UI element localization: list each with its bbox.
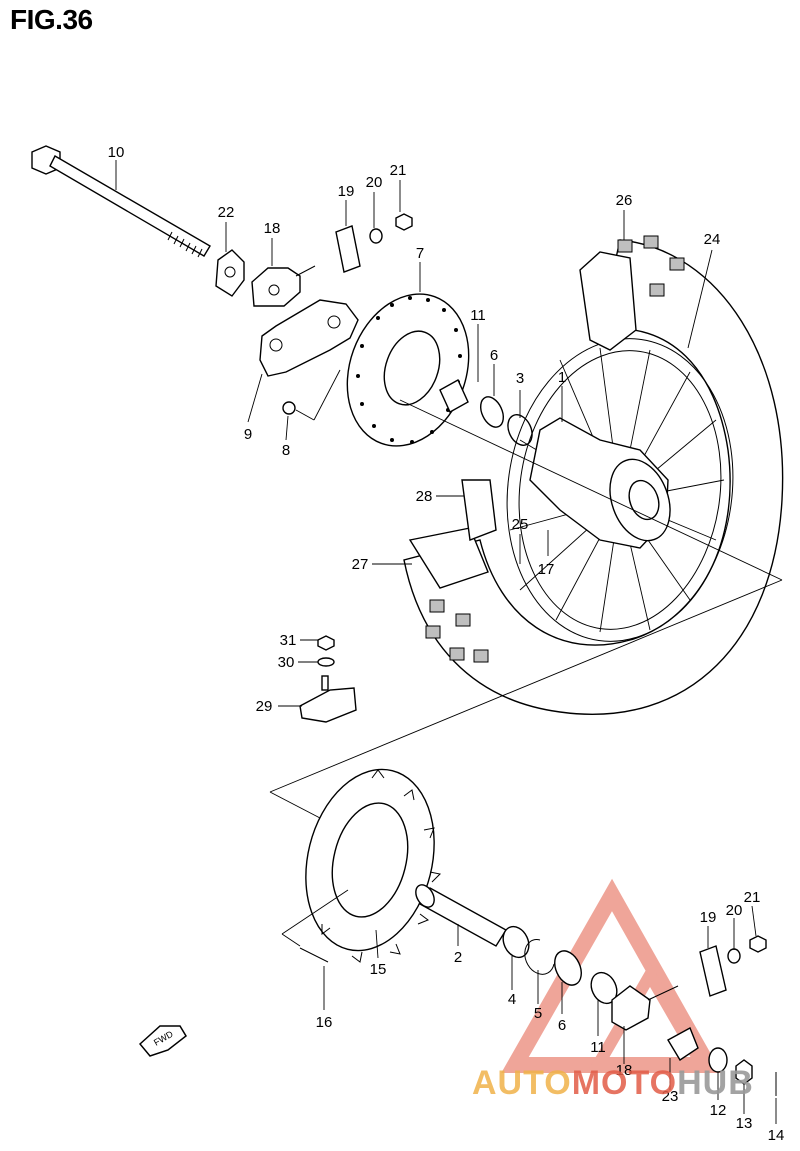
- rear-sprocket: [305, 768, 442, 963]
- label-9: 9: [244, 426, 252, 443]
- label-1: 1: [558, 369, 566, 386]
- label-6-bottom: 6: [558, 1017, 566, 1034]
- label-10: 10: [108, 144, 125, 161]
- chain-adjuster-right: [611, 935, 777, 1096]
- label-18-bottom: 18: [616, 1062, 633, 1079]
- forward-arrow-icon: FWD: [138, 1025, 187, 1057]
- label-16: 16: [316, 1014, 333, 1031]
- label-24: 24: [704, 231, 721, 248]
- part-labels: 10 22 18 19 20 21 7 11 6 3 1 9 8 26 24 2…: [108, 144, 785, 1144]
- label-18-top: 18: [264, 220, 281, 237]
- label-28: 28: [416, 488, 433, 505]
- label-15: 15: [370, 961, 387, 978]
- label-19-top: 19: [338, 183, 355, 200]
- label-30: 30: [278, 654, 295, 671]
- label-4: 4: [508, 991, 516, 1008]
- watermark-text: AUTOMOTOHUB: [472, 1064, 754, 1103]
- label-19-bottom: 19: [700, 909, 717, 926]
- label-21-bottom: 21: [744, 889, 761, 906]
- label-7: 7: [416, 245, 424, 262]
- rim-lock: [299, 635, 357, 723]
- label-leaders: [115, 160, 777, 1124]
- brake-disc: [346, 293, 470, 447]
- watermark-part1: AUTO: [472, 1064, 572, 1102]
- watermark-part2: MOTO: [571, 1064, 678, 1102]
- label-27: 27: [352, 556, 369, 573]
- chain-adjuster-left: [215, 249, 359, 415]
- label-6-top: 6: [490, 347, 498, 364]
- hub-bearings-upper: [439, 379, 533, 446]
- label-5: 5: [534, 1005, 542, 1022]
- sprocket-bolt: [299, 947, 329, 963]
- chain-puller-plate-top: [335, 213, 413, 273]
- label-12: 12: [710, 1102, 727, 1119]
- label-20-bottom: 20: [726, 902, 743, 919]
- axle-bolt: [31, 145, 211, 258]
- watermark-part3: HUB: [677, 1064, 754, 1102]
- label-29: 29: [256, 698, 273, 715]
- label-22: 22: [218, 204, 235, 221]
- label-21-top: 21: [390, 162, 407, 179]
- label-26: 26: [616, 192, 633, 209]
- label-13: 13: [736, 1115, 753, 1132]
- figure-title: FIG.36: [10, 4, 93, 35]
- rear-wheel: [403, 235, 784, 715]
- label-20-top: 20: [366, 174, 383, 191]
- label-3: 3: [516, 370, 524, 387]
- hub-collar: [415, 884, 618, 1005]
- label-31: 31: [280, 632, 297, 649]
- label-11-top: 11: [470, 307, 486, 324]
- label-11-bottom: 11: [590, 1039, 606, 1056]
- assembly-guide-lines: [269, 369, 783, 947]
- label-14: 14: [768, 1127, 785, 1144]
- label-23: 23: [662, 1088, 679, 1105]
- label-8: 8: [282, 442, 290, 459]
- label-17: 17: [538, 561, 555, 578]
- label-2: 2: [454, 949, 462, 966]
- label-25: 25: [512, 516, 529, 533]
